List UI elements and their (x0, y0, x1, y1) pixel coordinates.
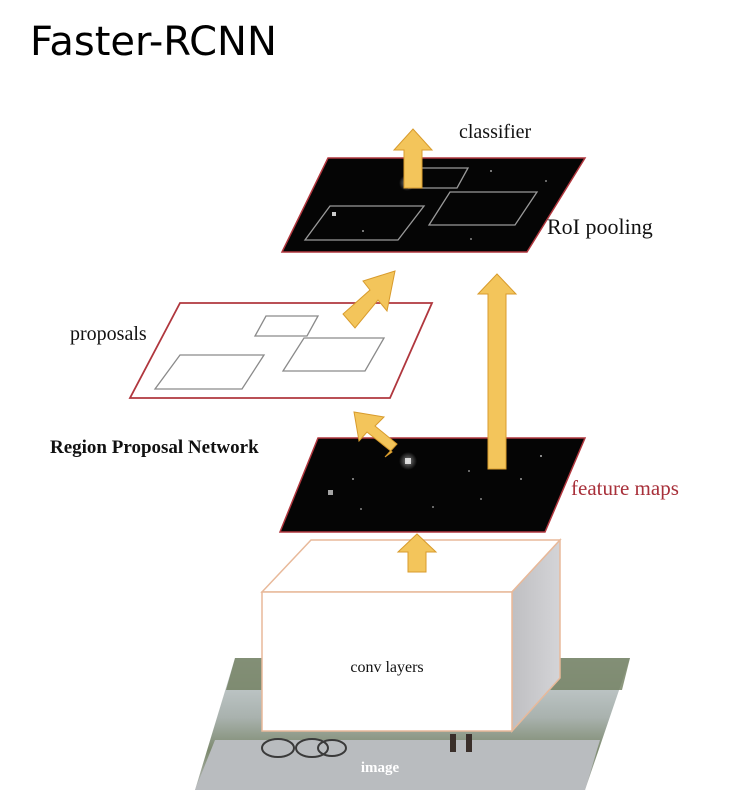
region-proposal-network-label: Region Proposal Network (50, 437, 259, 458)
feature-maps-plane (278, 437, 587, 533)
arrow-proposals-to-roi (342, 270, 396, 329)
conv-layers-box: conv layers (260, 538, 562, 733)
feature-maps-label: feature maps (571, 476, 679, 500)
arrow-roi-to-classifier (392, 128, 434, 189)
arrow-feature-maps-to-roi (476, 273, 518, 470)
classifier-label: classifier (459, 121, 532, 143)
image-label: image (361, 760, 400, 776)
arrow-feature-maps-to-proposals (353, 411, 398, 458)
roi-pooling-plane (280, 157, 587, 253)
slide-title: Faster-RCNN (30, 19, 277, 65)
conv-layers-label: conv layers (350, 659, 423, 676)
roi-pooling-label: RoI pooling (547, 214, 653, 239)
proposals-label: proposals (70, 323, 147, 345)
arrow-conv-to-feature-maps (396, 533, 438, 573)
proposals-plane (128, 302, 434, 399)
